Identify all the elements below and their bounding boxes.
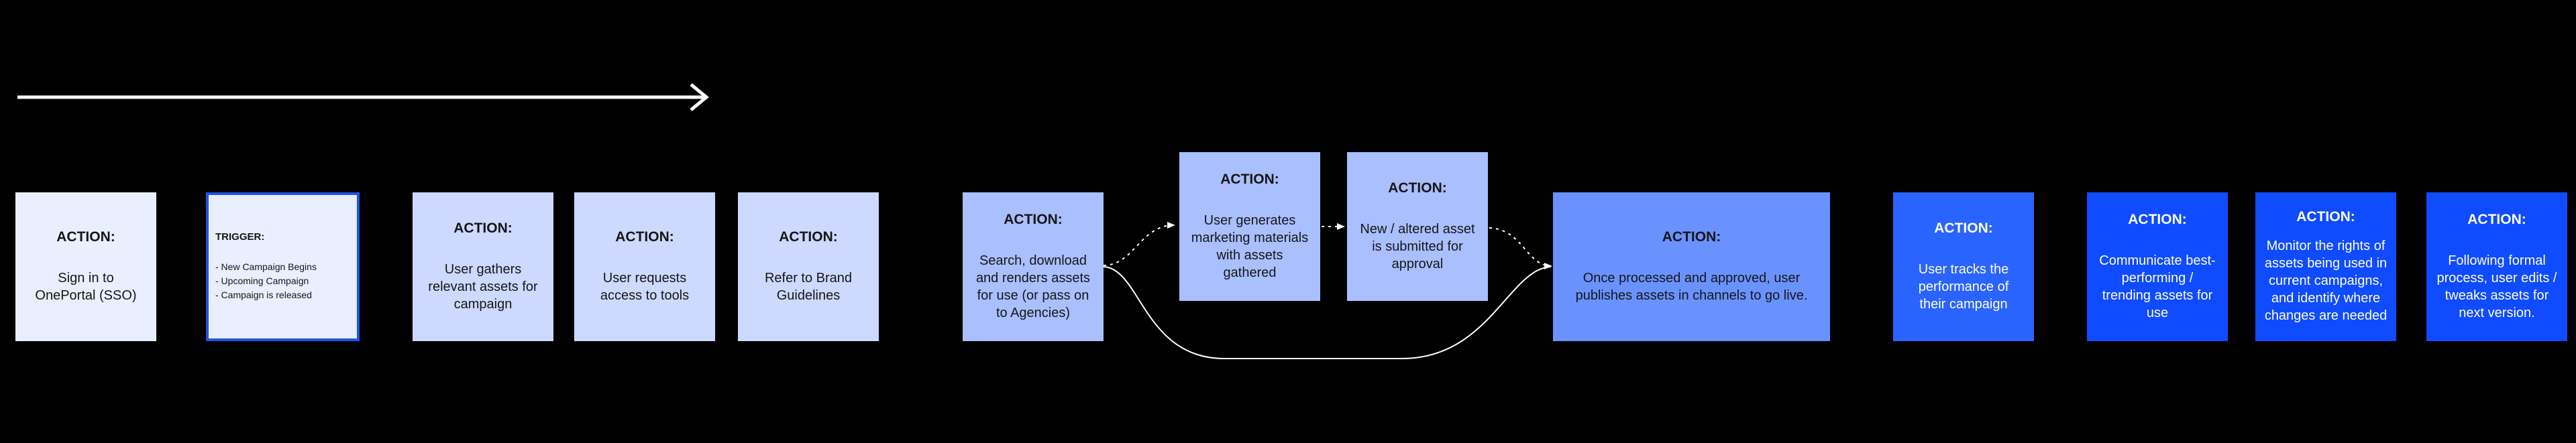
trigger-item: - Upcoming Campaign	[215, 275, 309, 286]
trigger-list: - New Campaign Begins - Upcoming Campaig…	[215, 260, 317, 302]
step-heading: ACTION:	[56, 229, 115, 245]
trigger-item: - New Campaign Begins	[215, 261, 317, 272]
step-heading: ACTION:	[2128, 212, 2187, 227]
step-heading: ACTION:	[2296, 209, 2355, 225]
step-publish-assets: ACTION: Once processed and approved, use…	[1553, 192, 1830, 341]
step-text: User gathers relevant assets for campaig…	[428, 262, 538, 312]
step-heading: ACTION:	[779, 229, 838, 245]
step-track-performance: ACTION: User tracks the performance of t…	[1893, 192, 2034, 341]
step-brand-guidelines: ACTION: Refer to Brand Guidelines	[738, 192, 879, 341]
timeline-arrow-head	[690, 83, 709, 111]
timeline-arrow	[17, 83, 709, 111]
step-text: User requests access to tools	[600, 271, 690, 303]
step-heading: ACTION:	[1934, 220, 1993, 236]
step-communicate-assets: ACTION: Communicate best-performing / tr…	[2087, 192, 2228, 341]
step-heading: ACTION:	[1662, 229, 1721, 245]
step-generate-materials: ACTION: User generates marketing materia…	[1179, 152, 1320, 301]
step-heading: ACTION:	[1388, 180, 1447, 196]
step-heading: ACTION:	[1220, 172, 1279, 187]
step-text: Search, download and renders assets for …	[975, 253, 1091, 320]
step-text: Sign in to OnePortal (SSO)	[35, 271, 137, 303]
step-submit-approval: ACTION: New / altered asset is submitted…	[1347, 152, 1488, 301]
arrowhead-to-submit	[1337, 223, 1345, 230]
arrowhead-to-publish	[1544, 263, 1552, 269]
step-text: Once processed and approved, user publis…	[1575, 271, 1808, 303]
step-heading: ACTION:	[1004, 212, 1063, 227]
step-sign-in: ACTION: Sign in to OnePortal (SSO)	[15, 192, 156, 341]
step-text: Following formal process, user edits / t…	[2436, 253, 2557, 320]
connector-search-to-publish	[1103, 266, 1552, 359]
arrowhead-to-generate	[1167, 222, 1175, 229]
step-text: User tracks the performance of their cam…	[1918, 262, 2009, 312]
step-trigger: TRIGGER: - New Campaign Begins - Upcomin…	[206, 192, 360, 341]
connector-search-to-generate	[1103, 225, 1175, 266]
trigger-item: - Campaign is released	[215, 290, 312, 300]
step-heading: ACTION:	[2467, 212, 2526, 227]
step-text: New / altered asset is submitted for app…	[1360, 222, 1475, 271]
step-gather-assets: ACTION: User gathers relevant assets for…	[413, 192, 553, 341]
step-heading: ACTION:	[615, 229, 674, 245]
step-text: Monitor the rights of assets being used …	[2264, 239, 2387, 323]
step-text: Communicate best-performing / trending a…	[2099, 253, 2216, 320]
step-request-access: ACTION: User requests access to tools	[574, 192, 715, 341]
step-text: Refer to Brand Guidelines	[764, 271, 853, 303]
step-edit-assets: ACTION: Following formal process, user e…	[2426, 192, 2567, 341]
connector-submit-to-publish	[1489, 227, 1552, 267]
step-heading: ACTION:	[453, 220, 513, 236]
step-monitor-rights: ACTION: Monitor the rights of assets bei…	[2255, 192, 2396, 341]
step-text: User generates marketing materials with …	[1191, 213, 1309, 280]
trigger-heading: TRIGGER:	[215, 231, 265, 243]
step-search-download: ACTION: Search, download and renders ass…	[963, 192, 1104, 341]
